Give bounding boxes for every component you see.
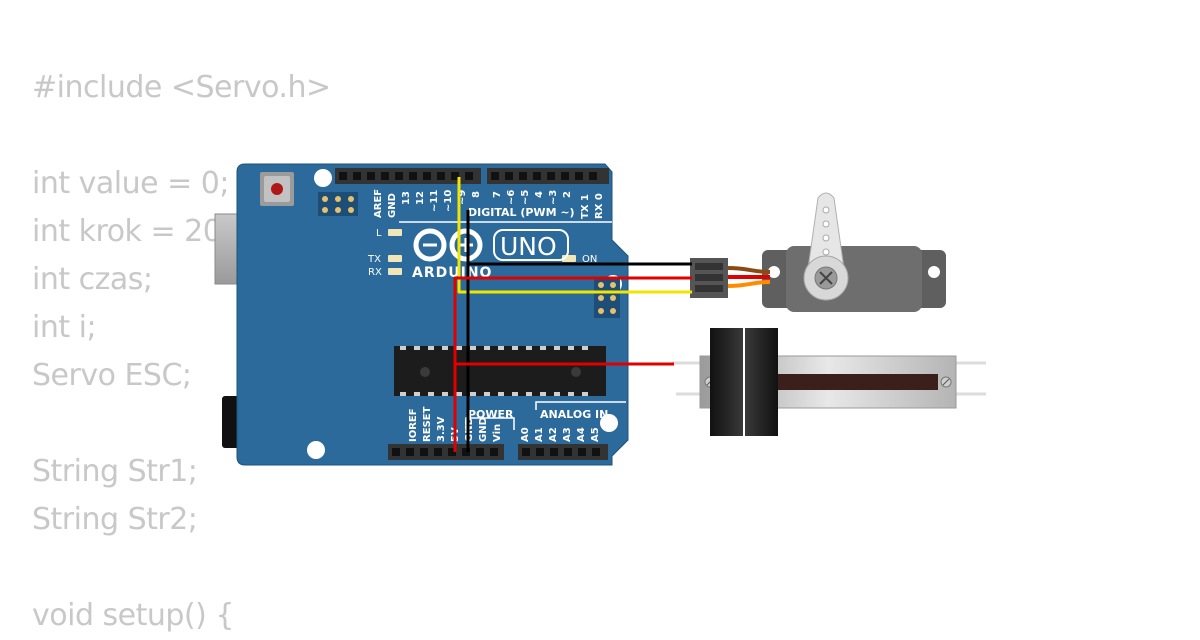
- code-editor: #include <Servo.h> int value = 0; int kr…: [32, 64, 331, 640]
- code-line: int czas;: [32, 262, 153, 297]
- pin-label: A4: [576, 427, 587, 442]
- pin-label: 4: [534, 191, 545, 198]
- pin-label: A3: [562, 427, 573, 442]
- led-tx-label: TX: [367, 254, 381, 265]
- pin-label: 8: [471, 191, 482, 198]
- code-line: int krok = 20: [32, 214, 222, 249]
- code-line: void setup() {: [32, 598, 234, 633]
- wire-yellow: [457, 177, 692, 294]
- pin-label: AREF: [373, 189, 384, 218]
- pin-label: Vin: [492, 424, 503, 442]
- pin-label: 3.3V: [436, 416, 447, 442]
- pin-label: ~11: [429, 190, 440, 212]
- arduino-board: AREF GND 13 12 ~11 ~10 ~9 8 7 ~6 ~5 4 ~3…: [236, 163, 629, 466]
- pin-label: IOREF: [408, 408, 419, 442]
- pin-label: A1: [534, 427, 545, 442]
- pin-label: ~9: [457, 190, 468, 205]
- pin-label: A5: [590, 427, 601, 442]
- analog-header-label: ANALOG IN: [540, 408, 608, 421]
- pin-label: GND: [387, 193, 398, 218]
- pin-label: A0: [520, 427, 531, 442]
- pin-label: RX 0: [594, 193, 605, 219]
- led-on-label: ON: [582, 254, 597, 265]
- pin-label: GND: [478, 417, 489, 442]
- code-line: String Str2;: [32, 502, 198, 537]
- code-line: int i;: [32, 310, 97, 345]
- pin-label: RESET: [422, 406, 433, 442]
- led-rx-label: RX: [368, 267, 382, 278]
- board-model: UNO: [500, 232, 557, 261]
- slide-potentiometer: [672, 328, 986, 436]
- code-line: String Str1;: [32, 454, 198, 489]
- pin-label: TX 1: [580, 194, 591, 219]
- led-l-label: L: [376, 228, 382, 239]
- wires: [453, 177, 692, 452]
- pin-label: 7: [492, 191, 503, 198]
- pin-label: ~6: [506, 190, 517, 205]
- pin-label: 2: [562, 191, 573, 198]
- wire-red: [453, 276, 692, 452]
- servo-motor: [690, 192, 946, 312]
- power-header-label: POWER: [468, 408, 514, 421]
- pin-label: ~5: [520, 190, 531, 205]
- code-line: #include <Servo.h>: [32, 70, 331, 105]
- pin-label: ~3: [548, 190, 559, 205]
- code-line: int value = 0;: [32, 166, 229, 201]
- digital-header-label: DIGITAL (PWM ~): [468, 206, 575, 219]
- code-line: Servo ESC;: [32, 358, 192, 393]
- pin-label: A2: [548, 427, 559, 442]
- infinity-plus-minus-logo: [413, 228, 483, 262]
- pin-label: ~10: [443, 190, 454, 212]
- pin-label: 13: [401, 191, 412, 205]
- pin-label: 12: [415, 191, 426, 205]
